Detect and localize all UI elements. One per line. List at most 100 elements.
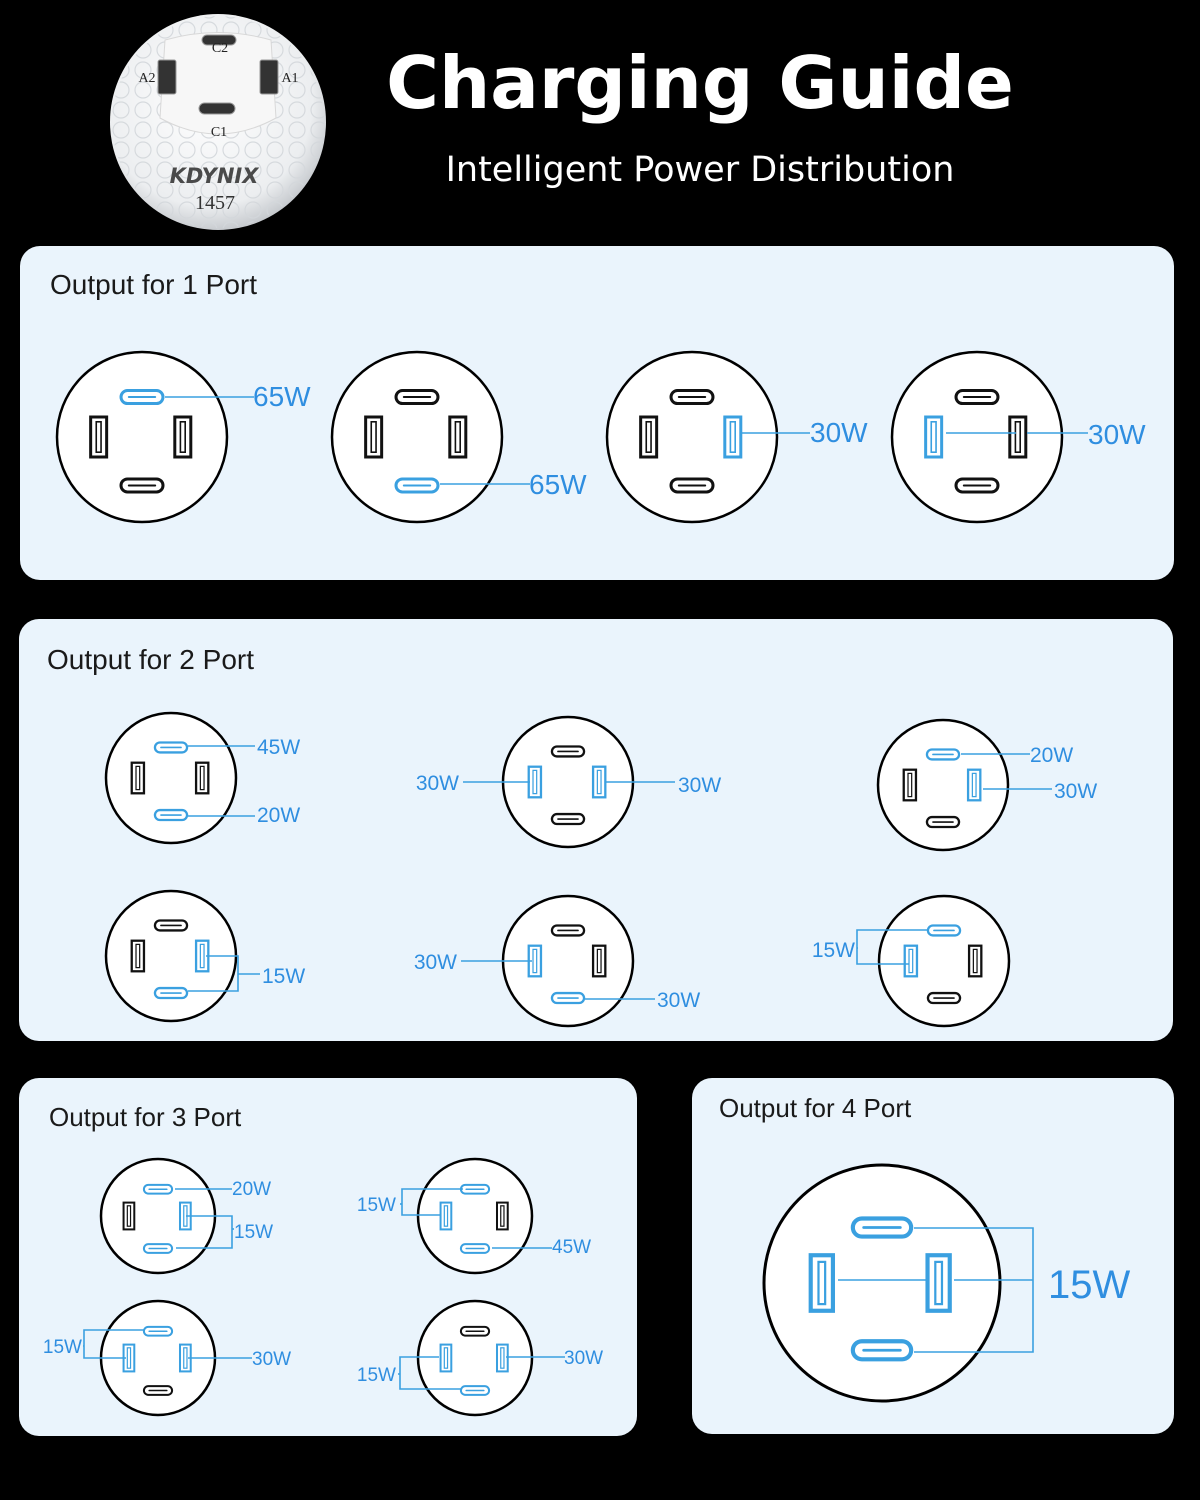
section-title: Output for 4 Port <box>719 1093 912 1123</box>
usb-c-port-c2-icon <box>669 389 715 406</box>
usb-a-port-a2-icon <box>808 1253 836 1313</box>
usb-c-port-c2 <box>201 34 237 46</box>
port-contact <box>971 772 977 798</box>
product-port-label: C1 <box>211 125 227 140</box>
section-title: Output for 3 Port <box>49 1102 242 1132</box>
port-contact <box>532 948 538 974</box>
product-port-label: C2 <box>212 41 228 56</box>
wattage-label: 65W <box>529 469 587 500</box>
port-contact <box>370 420 377 453</box>
wattage-label: 30W <box>1054 780 1097 803</box>
usb-a-port-a2-icon <box>439 1343 453 1373</box>
usb-a-port-a2 <box>157 59 177 95</box>
usb-c-port-c1-icon <box>153 808 189 822</box>
port-contact <box>199 943 205 969</box>
usb-c-port-c2-icon <box>954 389 1000 406</box>
usb-c-port-c2-icon <box>119 389 165 406</box>
connector-line <box>401 1188 463 1216</box>
charger-face <box>605 350 779 524</box>
section-title: Output for 2 Port <box>47 644 254 675</box>
charger-face <box>876 718 1010 852</box>
port-contact <box>1014 420 1022 453</box>
port-contact <box>729 420 737 453</box>
port-contact <box>596 948 602 974</box>
wattage-label: 30W <box>564 1348 603 1369</box>
port-contact <box>179 420 186 453</box>
port-contact <box>908 948 914 974</box>
product-model: 1457 <box>195 192 235 214</box>
connector-line <box>399 1356 462 1390</box>
port-contact <box>443 1205 449 1227</box>
usb-c-port-c1-icon <box>669 477 715 494</box>
usb-c-port-c2-icon <box>550 745 586 758</box>
usb-c-port-c1-icon <box>926 991 962 1005</box>
usb-c-port-c1-icon <box>550 991 586 1005</box>
usb-a-port-a1-icon <box>925 1253 952 1313</box>
usb-c-port-c2-icon <box>459 1325 491 1337</box>
charger-face <box>416 1299 534 1417</box>
port-diagram: 30W <box>605 350 868 524</box>
usb-a-port-a2-icon <box>122 1201 136 1231</box>
connector-line <box>176 1215 233 1249</box>
usb-a-port-a1-icon <box>448 415 468 459</box>
usb-c-port-c1-icon <box>119 477 165 494</box>
port-contact <box>95 420 102 453</box>
usb-a-port-a1-icon <box>1008 415 1028 459</box>
charger-face <box>55 350 229 524</box>
usb-a-port-a1-icon <box>194 761 210 795</box>
usb-c-port-c1-icon <box>954 477 1000 494</box>
port-contact <box>972 948 978 974</box>
charger-face <box>416 1157 534 1275</box>
wattage-label: 15W <box>43 1337 82 1358</box>
wattage-label: 30W <box>252 1349 291 1370</box>
usb-c-port-c1-icon <box>142 1385 174 1396</box>
port-contact <box>454 420 461 453</box>
connector-line <box>914 1227 1034 1353</box>
product-port-label: A1 <box>281 71 298 86</box>
usb-c-port-c1-icon <box>850 1339 914 1362</box>
usb-a-port-a2-icon <box>639 415 659 459</box>
usb-a-port-a2-icon <box>924 415 944 459</box>
usb-c-port-c2-icon <box>925 748 961 761</box>
charger-face <box>330 350 504 524</box>
usb-c-port-c1-icon <box>550 812 586 826</box>
port-contact <box>817 1260 827 1306</box>
charger-face <box>877 894 1011 1028</box>
usb-a-port-a2-icon <box>130 761 146 795</box>
wattage-label: 15W <box>1048 1263 1130 1307</box>
port-contact <box>126 1205 132 1227</box>
port-contact <box>596 769 602 795</box>
port-diagram: 15W <box>104 889 305 1023</box>
wattage-label: 30W <box>1088 419 1146 450</box>
wattage-label: 30W <box>414 951 457 974</box>
wattage-label: 15W <box>234 1222 273 1243</box>
usb-c-port-c2-icon <box>153 919 189 932</box>
usb-a-port-a1-icon <box>966 768 982 802</box>
wattage-label: 30W <box>678 774 721 797</box>
port-diagram: 30W <box>890 350 1146 524</box>
product-brand-logo: KDYNIX <box>170 164 261 188</box>
port-contact <box>500 1205 505 1227</box>
port-contact <box>443 1347 449 1369</box>
port-contact <box>907 772 913 798</box>
wattage-label: 15W <box>262 965 305 988</box>
usb-c-port-c2-icon <box>142 1183 174 1195</box>
wattage-label: 15W <box>357 1195 396 1216</box>
wattage-label: 30W <box>810 417 868 448</box>
port-contact <box>135 943 141 969</box>
usb-a-port-a1-icon <box>173 415 193 459</box>
port-contact <box>135 765 141 791</box>
wattage-label: 30W <box>657 989 700 1012</box>
usb-a-port-a1-icon <box>967 944 983 978</box>
product-image: C2 A2 A1 C1 KDYNIX 1457 <box>110 14 326 230</box>
port-contact <box>199 765 205 791</box>
port-contact <box>645 420 652 453</box>
usb-c-port-c2-icon <box>850 1216 914 1239</box>
port-contact <box>500 1347 505 1369</box>
usb-a-port-a1 <box>259 59 279 95</box>
usb-a-port-a1-icon <box>495 1201 509 1231</box>
